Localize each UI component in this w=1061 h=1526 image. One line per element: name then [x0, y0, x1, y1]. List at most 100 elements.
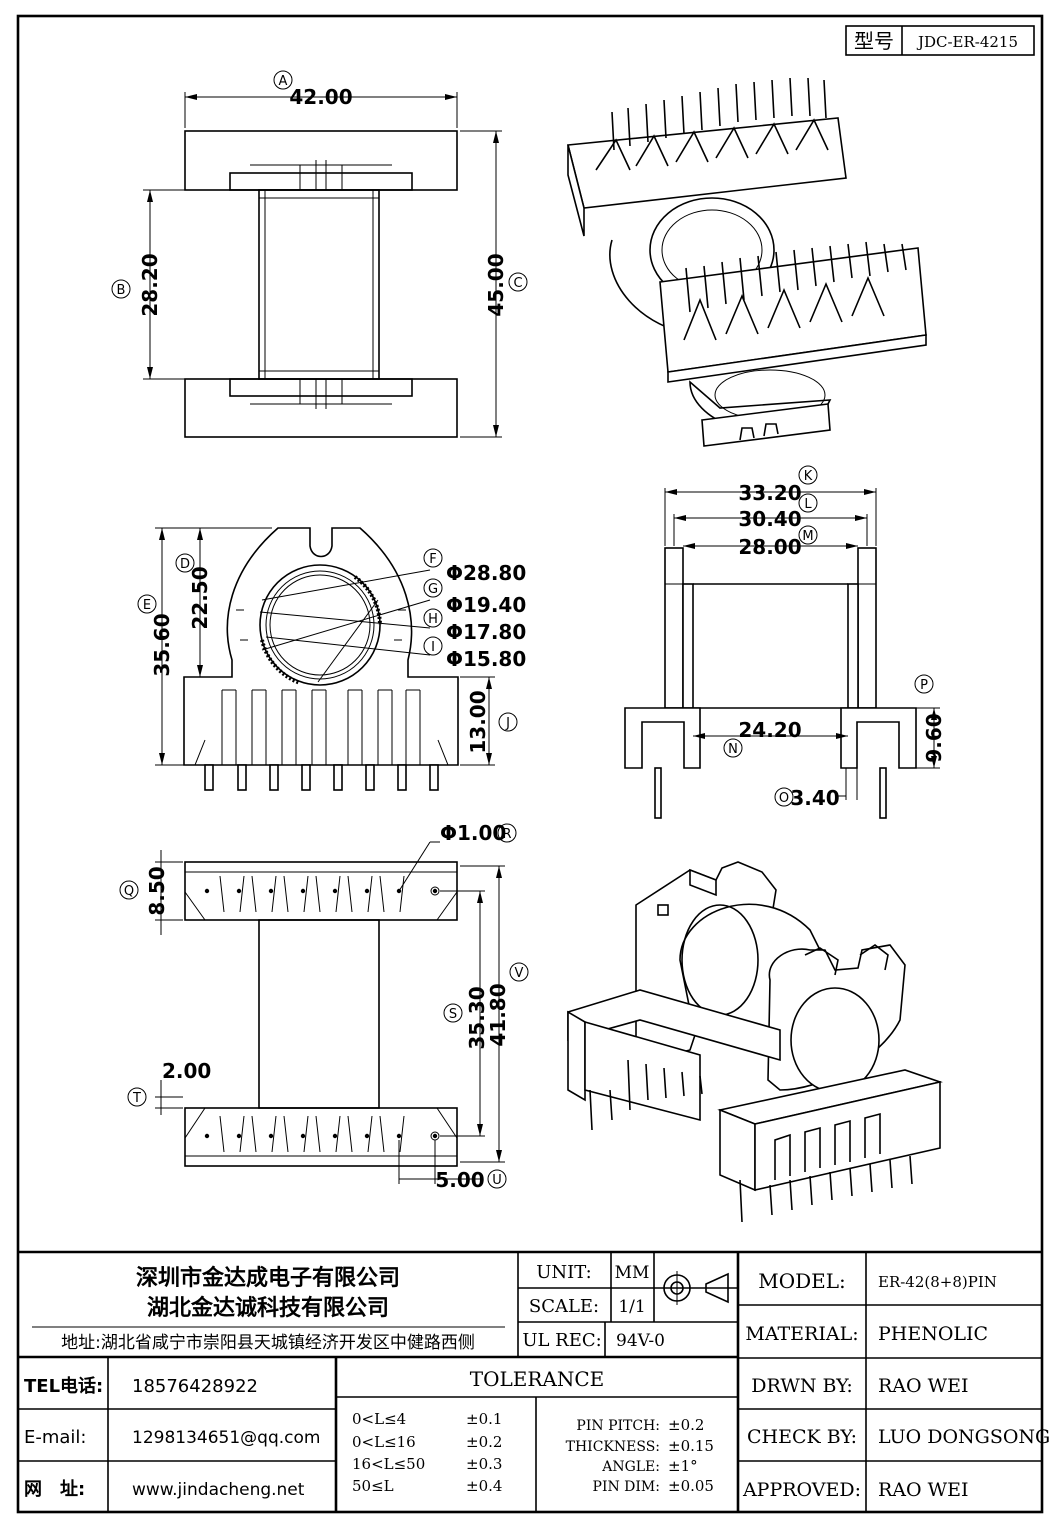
svg-text:Φ15.80: Φ15.80: [446, 647, 526, 671]
drawn-value: RAO WEI: [878, 1375, 969, 1397]
dim-v: V 41.80: [486, 962, 529, 1047]
bottom-view: [155, 841, 505, 1184]
dim-q: Q 8.50: [119, 866, 169, 916]
projection-symbol-icon: [660, 1271, 734, 1305]
dim-r: R Φ1.00: [440, 821, 517, 845]
scale-label: SCALE:: [529, 1296, 599, 1317]
svg-text:E: E: [143, 598, 151, 613]
material-label: MATERIAL:: [745, 1323, 858, 1345]
scale-value: 1/1: [618, 1297, 645, 1317]
dim-a: A 42.00: [273, 70, 353, 109]
svg-text:45.00: 45.00: [484, 253, 508, 316]
model-box-value: JDC-ER-4215: [916, 33, 1018, 51]
svg-text:28.00: 28.00: [738, 535, 801, 559]
svg-text:M: M: [802, 529, 813, 544]
model-label: MODEL:: [758, 1269, 846, 1293]
tol-value-3: ±0.3: [466, 1455, 502, 1473]
dim-o: O 3.40: [774, 786, 840, 810]
isometric-view-bottom: [567, 861, 943, 1223]
model-box-label: 型号: [854, 29, 894, 53]
svg-text:3.40: 3.40: [790, 786, 839, 810]
svg-text:13.00: 13.00: [466, 690, 490, 753]
svg-text:Q: Q: [124, 884, 134, 899]
tol-value-4: ±0.4: [466, 1477, 502, 1495]
tol-value-2: ±0.2: [466, 1433, 502, 1451]
svg-text:U: U: [492, 1173, 502, 1188]
drawn-label: DRWN BY:: [751, 1375, 853, 1397]
svg-text:C: C: [513, 276, 522, 291]
dim-c: C 45.00: [484, 253, 528, 317]
svg-text:5.00: 5.00: [435, 1168, 484, 1192]
svg-text:K: K: [804, 469, 813, 484]
title-block: 深圳市金达成电子有限公司 湖北金达诚科技有限公司 地址:湖北省咸宁市崇阳县天城镇…: [18, 1250, 1050, 1512]
tol-value-1: ±0.1: [466, 1410, 502, 1428]
thickness-label: THICKNESS:: [566, 1439, 660, 1455]
pin-pitch-value: ±0.2: [668, 1416, 704, 1434]
tel-label: TEL电话:: [24, 1375, 103, 1397]
tol-range-4: 50≤L: [352, 1477, 394, 1495]
svg-text:P: P: [920, 678, 928, 693]
angle-value: ±1°: [668, 1457, 698, 1475]
svg-text:41.80: 41.80: [486, 983, 510, 1046]
tel-value: 18576428922: [132, 1376, 258, 1397]
model-number-box: 型号 JDC-ER-4215: [845, 25, 1035, 56]
web-label: 网 址:: [24, 1479, 85, 1500]
angle-label: ANGLE:: [601, 1459, 660, 1475]
svg-text:L: L: [804, 497, 812, 512]
dim-d: D 22.50: [175, 553, 212, 630]
side-view: [624, 488, 940, 819]
tol-range-2: 0<L≤16: [352, 1433, 416, 1451]
svg-text:8.50: 8.50: [145, 866, 169, 915]
svg-text:S: S: [449, 1007, 457, 1022]
tolerance-title: TOLERANCE: [470, 1367, 605, 1391]
model-value: ER-42(8+8)PIN: [878, 1273, 997, 1291]
svg-text:9.60: 9.60: [922, 713, 946, 762]
svg-text:24.20: 24.20: [738, 718, 801, 742]
material-value: PHENOLIC: [878, 1323, 988, 1345]
email-value: 1298134651@qq.com: [132, 1428, 320, 1448]
svg-text:N: N: [728, 742, 738, 757]
dim-b: B 28.20: [111, 253, 162, 317]
web-value: www.jindacheng.net: [132, 1480, 305, 1500]
svg-text:V: V: [515, 966, 524, 981]
svg-text:I: I: [431, 640, 435, 655]
isometric-view-top: [566, 77, 927, 447]
svg-text:Φ28.80: Φ28.80: [446, 561, 526, 585]
unit-label: UNIT:: [536, 1262, 591, 1283]
pin-dim-value: ±0.05: [668, 1477, 714, 1495]
approved-value: RAO WEI: [878, 1479, 969, 1501]
svg-text:Φ19.40: Φ19.40: [446, 593, 526, 617]
svg-text:33.20: 33.20: [738, 481, 801, 505]
dim-e: E 35.60: [137, 594, 174, 677]
sheet-border: [16, 14, 1044, 1514]
pin-dim-label: PIN DIM:: [593, 1479, 660, 1495]
svg-text:30.40: 30.40: [738, 507, 801, 531]
svg-text:35.60: 35.60: [150, 613, 174, 676]
svg-text:Φ17.80: Φ17.80: [446, 620, 526, 644]
dim-l: L 30.40: [738, 493, 818, 531]
svg-text:J: J: [505, 716, 510, 731]
unit-value: MM: [615, 1263, 650, 1283]
dim-k: K 33.20: [738, 465, 818, 505]
front-view: [155, 527, 495, 791]
pin-pitch-label: PIN PITCH:: [576, 1418, 660, 1434]
check-label: CHECK BY:: [747, 1426, 857, 1448]
dim-s: S 35.30: [443, 986, 489, 1050]
svg-text:35.30: 35.30: [465, 986, 489, 1049]
svg-text:Φ1.00: Φ1.00: [440, 821, 506, 845]
dim-h: H Φ17.80: [423, 608, 526, 644]
dim-u: U 5.00: [435, 1168, 507, 1192]
dim-p: P 9.60: [914, 674, 946, 763]
approved-label: APPROVED:: [742, 1479, 861, 1501]
dim-j: J 13.00: [466, 690, 518, 754]
email-label: E-mail:: [24, 1427, 87, 1448]
svg-text:G: G: [428, 582, 438, 597]
svg-text:22.50: 22.50: [188, 566, 212, 629]
svg-text:42.00: 42.00: [289, 85, 352, 109]
svg-text:A: A: [279, 74, 288, 89]
tol-range-3: 16<L≤50: [352, 1455, 425, 1473]
dim-g: G Φ19.40: [423, 578, 526, 617]
dim-m: M 28.00: [738, 525, 818, 559]
dim-f: F Φ28.80: [423, 548, 526, 585]
